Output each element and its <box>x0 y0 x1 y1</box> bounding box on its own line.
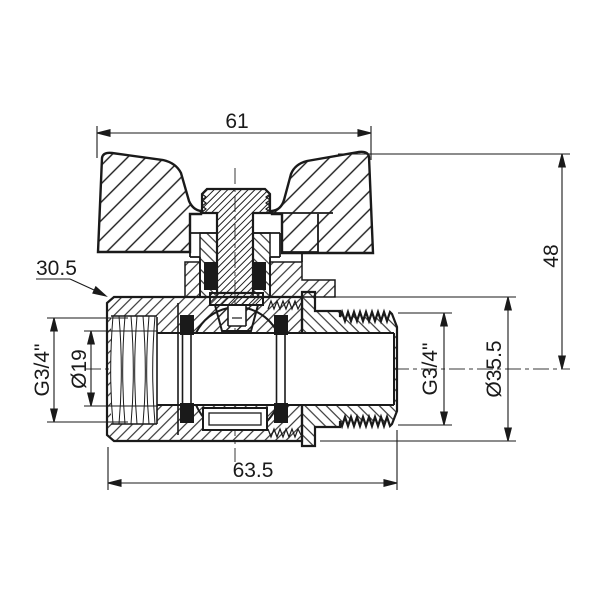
bore-window <box>157 333 394 405</box>
handle-wing-right <box>270 150 375 255</box>
handle-stop-lug <box>270 212 333 262</box>
seal <box>274 315 288 335</box>
packing-seal-right <box>254 262 266 290</box>
handle-wing-left <box>96 151 203 254</box>
dim-outer-diameter-label: Ø35.5 <box>483 340 506 397</box>
dim-bore-label: Ø19 <box>68 349 91 389</box>
arrowhead <box>49 317 59 332</box>
seat-seals <box>180 315 288 423</box>
arrowhead <box>86 392 96 407</box>
body-boss-right <box>269 261 336 298</box>
arrowhead <box>439 312 449 327</box>
dimensions: 61 48 30.5 G3/4" <box>31 110 570 490</box>
stem-assembly <box>189 187 281 306</box>
dim-height-label: 48 <box>540 244 563 267</box>
arrowhead <box>49 408 59 423</box>
valve-body <box>105 261 399 448</box>
arrowhead <box>96 128 111 138</box>
seal <box>274 403 288 423</box>
arrowhead <box>439 411 449 426</box>
arrowhead <box>86 330 96 345</box>
dim-body-length: 63.5 <box>107 430 398 490</box>
arrowhead <box>503 427 513 442</box>
dim-body-length-label: 63.5 <box>233 459 274 482</box>
arrowhead <box>557 355 567 370</box>
dim-female-thread-label: G3/4" <box>31 344 54 397</box>
arrowhead <box>503 296 513 311</box>
dim-female-thread: G3/4" <box>31 317 128 423</box>
stem-notch-lines <box>227 306 247 327</box>
arrowhead <box>557 153 567 168</box>
butterfly-handle <box>96 150 375 262</box>
dim-outer-diameter: Ø35.5 <box>318 296 516 442</box>
stem-notch <box>228 306 246 326</box>
stem <box>200 187 272 295</box>
packing-seal-left <box>204 262 216 290</box>
female-thread-window <box>111 316 157 424</box>
seal <box>180 403 194 423</box>
female-thread-lines <box>110 315 157 425</box>
dim-handle-width-label: 61 <box>225 110 248 133</box>
stem-flange <box>209 292 264 306</box>
arrowhead <box>383 478 398 488</box>
dim-handle-width: 61 <box>96 110 372 160</box>
seal <box>180 315 194 335</box>
dim-height: 48 <box>338 153 570 370</box>
stem-thread-marks <box>201 190 271 213</box>
dim-nut-size: 30.5 <box>36 257 108 297</box>
dim-male-thread-label: G3/4" <box>419 343 442 396</box>
dim-male-thread: G3/4" <box>398 312 452 426</box>
arrowhead <box>107 478 122 488</box>
arrowhead <box>357 128 372 138</box>
joint-threads <box>267 299 302 439</box>
body-boss-left <box>184 261 201 298</box>
dim-nut-size-label: 30.5 <box>36 257 77 280</box>
bottom-insert <box>202 407 268 431</box>
dim-bore: Ø19 <box>68 330 158 407</box>
arrowhead <box>92 285 108 297</box>
